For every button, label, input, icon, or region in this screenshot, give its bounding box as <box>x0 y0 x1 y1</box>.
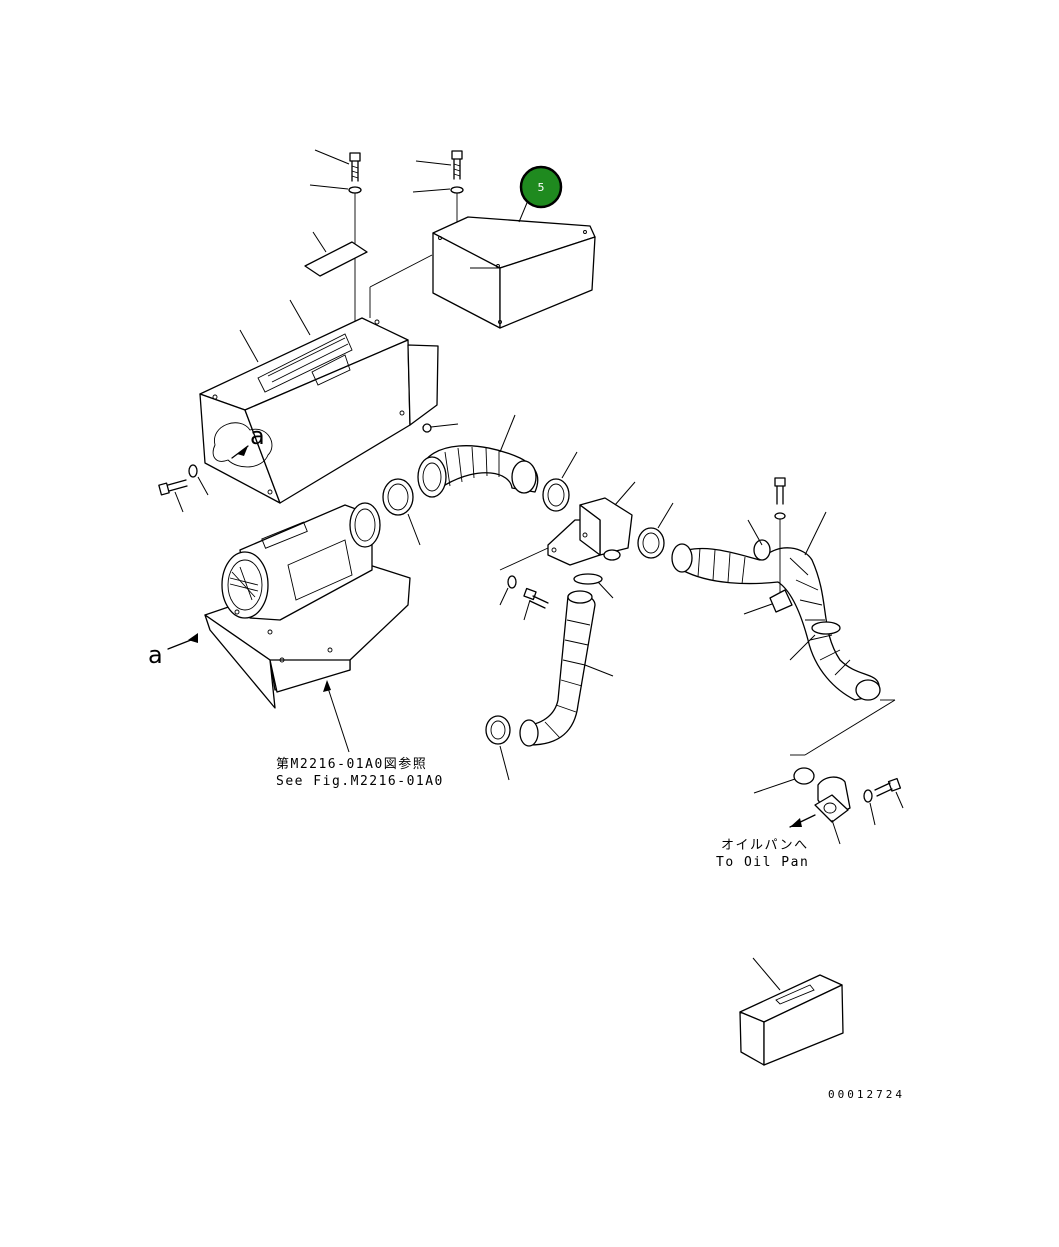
guide-cover-1 <box>369 254 433 288</box>
oil-pan-arrow <box>790 818 802 827</box>
bolt-right <box>451 150 463 180</box>
guide-oil-2 <box>804 699 896 756</box>
washer-oil-pan <box>863 789 873 803</box>
see-fig-jp: 第M2216-01A0図参照 <box>276 756 427 772</box>
leader-cover-plate <box>312 231 327 253</box>
leader-bolt-left <box>314 149 350 165</box>
oil-pan-jp: オイルパンへ <box>721 838 809 853</box>
leader-screw-housing <box>430 423 459 428</box>
oil-pan-fitting <box>814 776 851 823</box>
clamp-right-lower <box>811 621 841 635</box>
upper-cover <box>432 216 596 329</box>
leader-clamp-right-lower <box>789 634 816 661</box>
leader-clamp-down-hose <box>499 745 510 781</box>
leader-washer-left <box>309 184 349 190</box>
clamp-down-hose <box>485 715 511 745</box>
leader-clamp-right-hose <box>657 502 674 529</box>
clamp-elbow-bottom <box>573 573 603 585</box>
leader-see-fig <box>326 684 350 753</box>
bracket-base <box>204 561 411 709</box>
leader-bolt-right <box>415 160 452 166</box>
leader-bracket-clip <box>743 603 773 615</box>
leader-washer-housing-left <box>197 476 209 496</box>
leader-bolt-elbow <box>523 599 531 621</box>
leader-elbow <box>614 481 636 506</box>
washer-left <box>348 186 362 194</box>
clamp-right-hose <box>637 527 665 559</box>
hose-down <box>519 590 596 747</box>
view-marker-outer: a <box>148 641 163 669</box>
bolt-oil-pan <box>874 777 902 797</box>
leader-bolt-oil-pan <box>895 791 904 809</box>
air-cleaner <box>221 502 381 635</box>
leader-housing <box>239 329 259 363</box>
view-marker-inner: a <box>250 422 265 450</box>
leader-washer-oil-pan <box>869 802 876 826</box>
washer-housing-left <box>188 464 198 478</box>
leader-tool-box <box>752 957 781 991</box>
guide-elbow <box>499 547 549 571</box>
washer-right-hose <box>774 512 786 520</box>
hose-right <box>671 543 881 701</box>
screw-housing <box>422 423 432 433</box>
leader-clamp-air-cleaner <box>407 513 421 546</box>
leader-hose-down <box>584 664 614 677</box>
bolt-housing-left <box>158 479 188 496</box>
callout-number: 5 <box>538 181 545 194</box>
callout-circle <box>519 165 563 209</box>
see-fig-en: See Fig.M2216-01A0 <box>276 774 444 789</box>
washer-right <box>450 186 464 194</box>
oil-pan-en: To Oil Pan <box>716 855 809 870</box>
drawing-id: 00012724 <box>828 1088 905 1101</box>
leader-washer-right <box>412 188 451 193</box>
leader-clamp-elbow-bottom <box>597 581 614 599</box>
leader-washer-elbow <box>499 587 509 606</box>
leader-bolt-housing-left <box>174 491 184 513</box>
leader-hose-upper <box>499 414 516 453</box>
leader-housing-slot <box>289 299 311 336</box>
bolt-right-hose <box>774 477 786 505</box>
tool-box <box>739 974 844 1066</box>
leader-oil-pan-fitting <box>831 819 841 845</box>
bracket-clip <box>769 589 793 613</box>
bolt-left <box>349 152 361 182</box>
leader-clamp-oil-pan <box>753 778 796 794</box>
cover-plate <box>304 241 368 277</box>
clamp-oil-pan <box>793 767 815 785</box>
hose-upper <box>417 445 539 498</box>
see-fig-arrow <box>323 680 331 692</box>
bolt-elbow <box>523 587 549 609</box>
callout-5[interactable]: 5 <box>519 165 563 209</box>
hose-right-clamp-upper <box>753 539 771 561</box>
clamp-upper-hose <box>542 478 570 512</box>
air-cleaner-housing <box>199 317 439 504</box>
washer-elbow <box>507 575 517 589</box>
elbow-connector <box>547 497 633 566</box>
leader-clamp-upper-hose <box>561 451 578 479</box>
leader-hose-right-clamp-upper <box>747 519 763 546</box>
leader-hose-right <box>804 511 827 556</box>
